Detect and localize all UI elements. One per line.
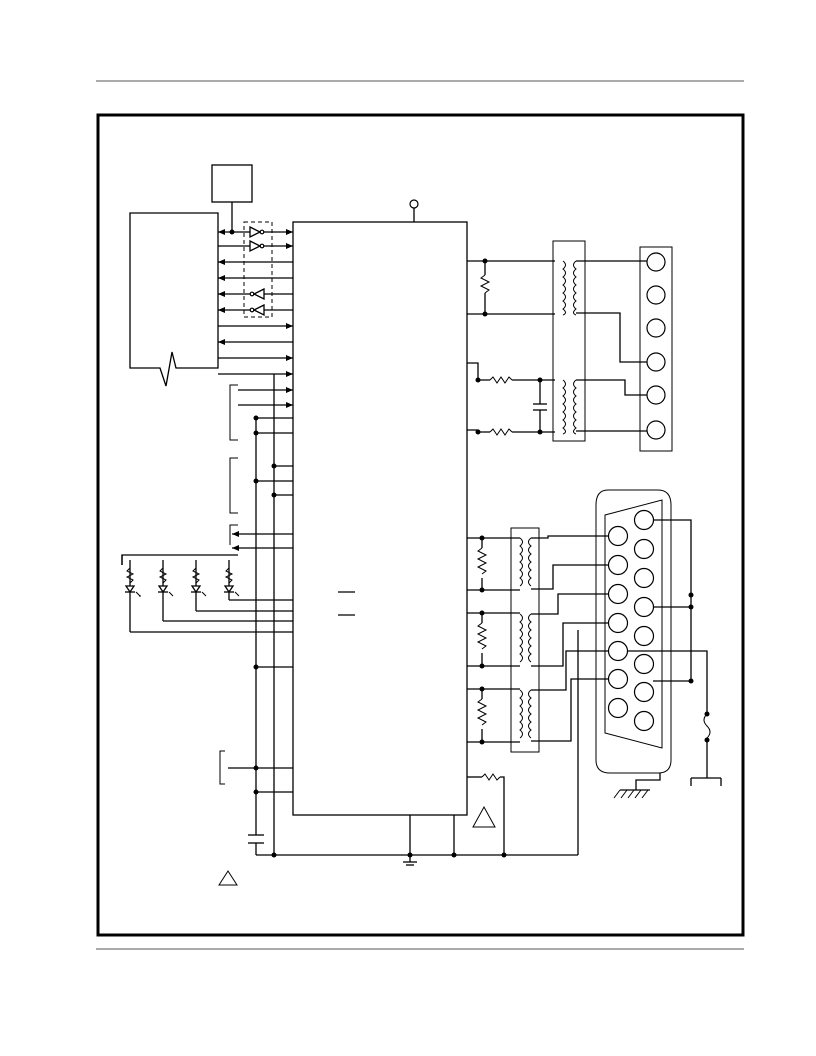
connector-top-pins	[646, 252, 666, 440]
note-triangle	[218, 870, 238, 886]
connector-top	[639, 246, 673, 452]
buffer-gates	[249, 225, 265, 317]
rail-junctions	[253, 415, 277, 858]
buffer-enclosure	[243, 221, 273, 318]
ground-symbol	[403, 861, 417, 866]
shield-resistor	[467, 630, 579, 855]
dsub-face	[604, 499, 663, 749]
transformer-module-top	[552, 240, 586, 442]
receive-pair-network	[467, 362, 555, 436]
termination-resistor-top	[467, 258, 555, 317]
chassis-ground	[613, 773, 661, 799]
termination-resistors-bottom	[467, 535, 520, 745]
note-triangle	[472, 805, 496, 828]
dsub-shell	[595, 489, 672, 774]
vcc-terminal	[409, 199, 419, 209]
figure-frame	[96, 113, 745, 937]
junction-dot	[407, 852, 413, 858]
dsub-wiring	[531, 519, 722, 786]
led-indicators	[121, 554, 293, 633]
host-bus-lines	[218, 231, 293, 375]
ic-left-pins	[228, 387, 293, 793]
transformer-coils-top	[562, 260, 577, 435]
connector-top-wiring	[576, 260, 647, 432]
junction-dot	[229, 229, 235, 235]
bus-arrowheads	[218, 229, 293, 377]
decoupling-capacitor	[248, 834, 264, 855]
oscillator-block	[211, 164, 253, 203]
junction-dot	[451, 852, 457, 858]
transformer-module-bottom	[510, 527, 540, 753]
transformer-coils-bottom	[519, 537, 532, 739]
controller-ic	[292, 221, 468, 816]
dsub-pins	[607, 509, 655, 732]
host-bus-block	[129, 212, 219, 387]
signal-brackets	[219, 384, 238, 785]
